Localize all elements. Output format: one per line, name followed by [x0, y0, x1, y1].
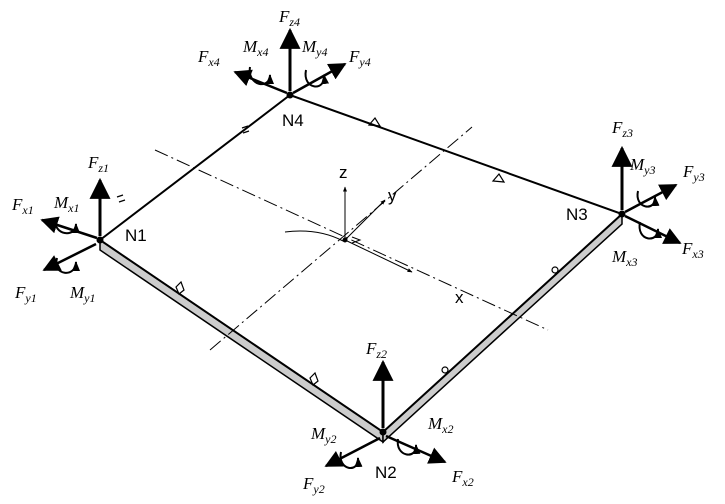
label-mx4: Mx4	[242, 37, 269, 59]
node-label-n1: N1	[125, 226, 147, 245]
label-mx2: Mx2	[427, 414, 454, 436]
label-fy1: Fy1	[14, 283, 37, 305]
label-fx3: Fx3	[681, 239, 704, 261]
moment-arrow-my2	[339, 451, 363, 469]
force-arrow-fx4	[233, 69, 288, 95]
label-fy3: Fy3	[682, 162, 705, 184]
edge-diamond-mark	[309, 371, 319, 386]
label-my4: My4	[301, 37, 328, 59]
edge-circle-mark	[441, 366, 449, 374]
label-my1: My1	[69, 283, 96, 305]
label-fx1: Fx1	[11, 195, 34, 217]
edge-triangle-mark	[491, 172, 506, 183]
origin-point	[342, 237, 348, 243]
moment-arrow-my1	[55, 257, 80, 274]
node-label-n3: N3	[566, 205, 588, 224]
force-arrow-fy1	[42, 242, 97, 272]
force-arrow-fy2	[324, 436, 381, 468]
node-label-n2: N2	[375, 463, 397, 482]
force-arrow-fy4	[292, 62, 347, 95]
loads-n1	[40, 177, 111, 274]
centerline-2	[209, 126, 473, 351]
axis-label-x: x	[455, 288, 464, 307]
label-fz4: Fz4	[278, 7, 300, 29]
label-my3: My3	[629, 155, 656, 177]
label-mx1: Mx1	[53, 193, 80, 215]
force-arrow-fx1	[40, 216, 98, 240]
node-point-n4	[286, 91, 294, 99]
moment-arrow-mx4	[248, 66, 274, 86]
label-fz1: Fz1	[87, 153, 109, 175]
x-axis-arrow	[344, 239, 413, 273]
moment-arrow-my3	[636, 190, 660, 208]
moment-arrow-mx1	[53, 217, 80, 234]
loads-n4	[233, 27, 347, 95]
label-mx3: Mx3	[611, 247, 638, 269]
node-point-n1	[96, 236, 104, 244]
label-fy4: Fy4	[348, 47, 371, 69]
plate-right-face	[382, 212, 623, 444]
loads-n3	[611, 145, 682, 245]
label-fx4: Fx4	[197, 47, 220, 69]
edge-triangle-mark	[367, 116, 382, 127]
y-axis-arrow	[344, 199, 386, 241]
moment-arrow-mx3	[638, 221, 662, 240]
plate-top-surface	[98, 93, 624, 434]
label-fz2: Fz2	[365, 339, 387, 361]
label-fx2: Fx2	[451, 467, 474, 489]
axis-label-y: y	[388, 186, 397, 205]
loads-n2	[324, 359, 447, 469]
node-label-n4: N4	[282, 111, 304, 130]
moment-arrow-my4	[304, 69, 330, 88]
label-fz3: Fz3	[611, 118, 633, 140]
label-fy2: Fy2	[302, 474, 325, 496]
node-point-n3	[618, 210, 626, 218]
label-my2: My2	[310, 424, 337, 446]
edge-diamond-mark	[175, 280, 185, 295]
local-axes	[284, 186, 413, 273]
moment-arrow-mx2	[396, 438, 421, 456]
plate-front-face	[99, 238, 384, 444]
force-arrow-fx3	[624, 214, 682, 245]
centerline-1	[154, 149, 549, 331]
right-angle-mark	[351, 236, 362, 244]
edge-tick-marks	[116, 116, 559, 386]
axis-label-z: z	[339, 163, 348, 182]
node-point-n2	[379, 428, 387, 436]
rotation-curve	[284, 230, 344, 242]
node-points	[96, 91, 626, 436]
force-arrow-fy3	[624, 183, 678, 214]
edge-circle-mark	[551, 266, 559, 274]
